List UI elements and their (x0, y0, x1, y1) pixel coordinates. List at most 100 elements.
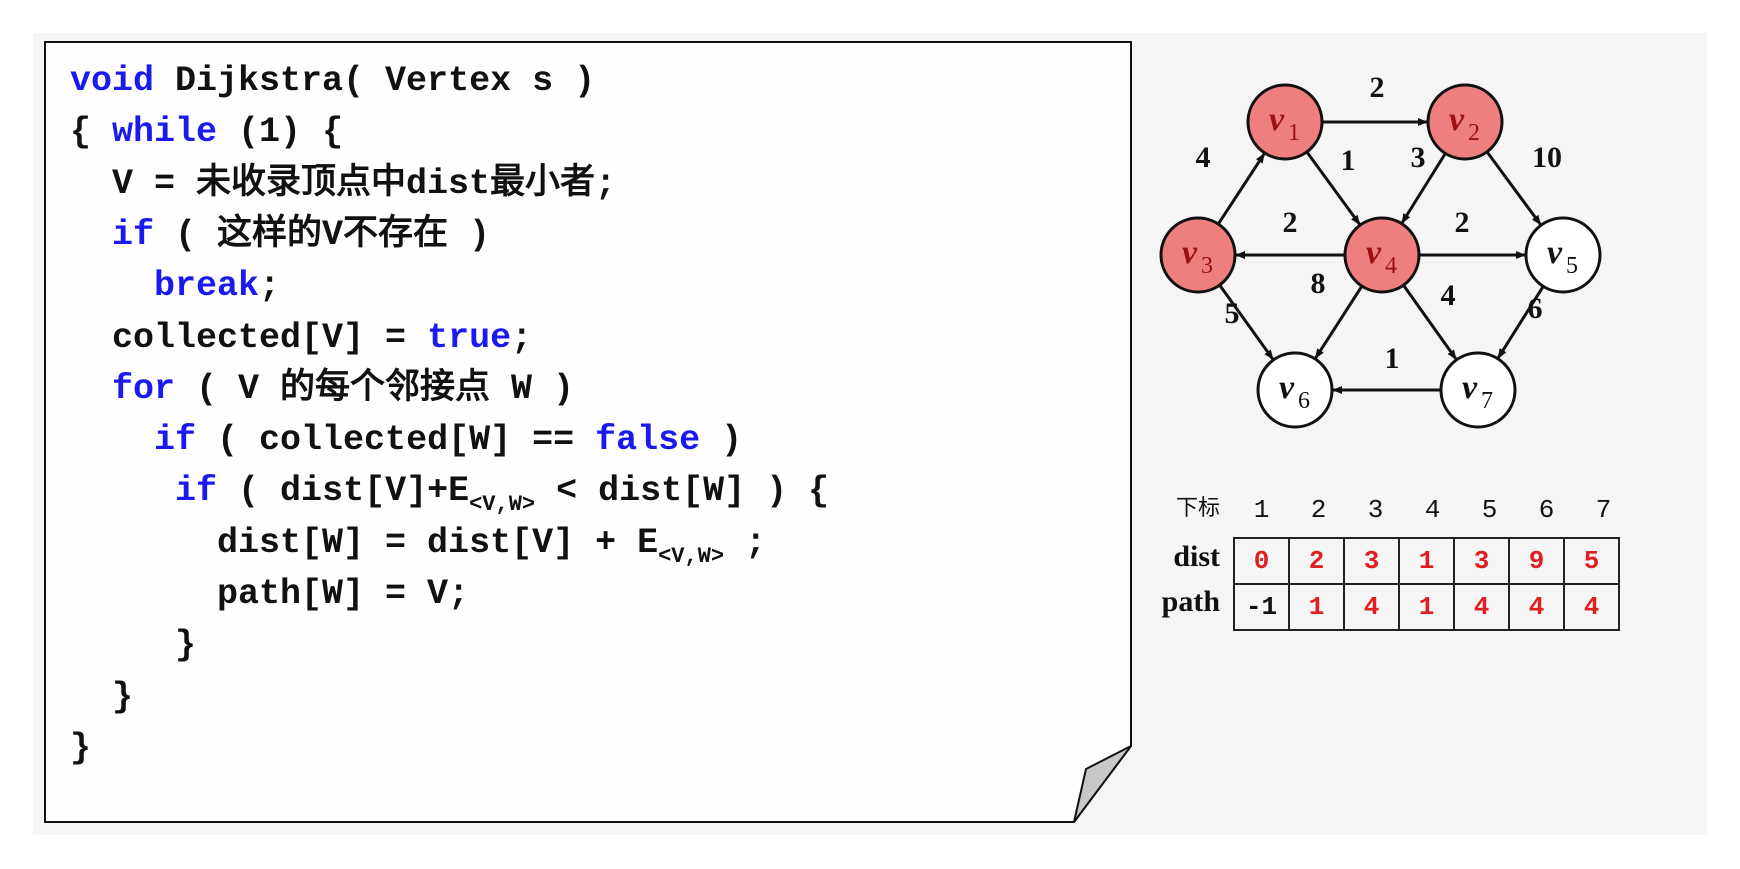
code-line: if ( collected[W] == false ) (70, 415, 742, 466)
code-keyword: if (175, 471, 218, 512)
edge-weight-label: 5 (1225, 297, 1240, 330)
dist-cell: 3 (1343, 537, 1400, 585)
code-keyword: while (112, 112, 218, 153)
node-subscript: 5 (1566, 253, 1578, 279)
dist-cell: 3 (1453, 537, 1510, 585)
index-header: 6 (1538, 495, 1555, 525)
index-header: 4 (1424, 495, 1441, 525)
code-text (70, 266, 154, 306)
code-keyword: break (154, 266, 260, 307)
node-subscript: 3 (1201, 253, 1213, 279)
edge-v5-v7 (1496, 285, 1545, 359)
dist-label: dist (1173, 540, 1220, 573)
code-text: ; (511, 317, 533, 358)
edge-weight-label: 10 (1532, 141, 1562, 174)
node-subscript: 1 (1288, 120, 1300, 146)
edge-v4-v7 (1402, 284, 1458, 360)
edge-weight-label: 6 (1528, 292, 1543, 325)
node-label: v (1366, 234, 1382, 271)
code-text: ( dist[V]+E (217, 471, 470, 512)
edge-weight-label: 2 (1455, 206, 1470, 239)
path-cell: 4 (1508, 583, 1565, 631)
code-line: { while (1) { (70, 107, 343, 158)
code-line: if ( dist[V]+E<V,W> < dist[W] ) { (70, 466, 829, 517)
index-header: 1 (1253, 495, 1270, 525)
code-line: if ( 这样的V不存在 ) (70, 210, 490, 261)
index-label: 下标 (1175, 496, 1220, 521)
edge-weight-label: 8 (1311, 267, 1326, 300)
edge-v1-v4 (1305, 151, 1361, 226)
node-label: v (1547, 234, 1563, 271)
code-text: < dist[W] ) { (535, 471, 830, 512)
node-label: v (1182, 234, 1198, 271)
node-subscript: 2 (1468, 120, 1480, 146)
code-line: V = 未收录顶点中dist最小者; (70, 159, 616, 210)
code-note-card (44, 41, 1132, 824)
code-text: (1) { (217, 112, 344, 153)
code-text: Dijkstra( Vertex s ) (154, 61, 596, 101)
path-label: path (1161, 585, 1220, 618)
code-text: dist[W] = dist[V] + E (70, 522, 659, 563)
edge-weight-label: 1 (1341, 144, 1356, 177)
code-line: } (70, 723, 91, 774)
folded-corner (1073, 745, 1132, 823)
code-line: path[W] = V; (70, 569, 469, 620)
code-line: for ( V 的每个邻接点 W ) (70, 364, 574, 415)
path-cell: 4 (1563, 583, 1620, 631)
dist-cell: 9 (1508, 537, 1565, 585)
edge-v2-v5 (1485, 150, 1542, 226)
code-text: ( V 的每个邻接点 W ) (175, 368, 575, 409)
index-header: 7 (1595, 495, 1612, 525)
node-subscript: 6 (1298, 388, 1310, 414)
dist-cell: 0 (1233, 537, 1290, 585)
code-text: } (70, 727, 92, 768)
edge-weight-label: 1 (1385, 342, 1400, 375)
code-line: dist[W] = dist[V] + E<V,W> ; (70, 518, 766, 569)
edge-v2-v4 (1400, 152, 1447, 224)
path-cell: 1 (1398, 583, 1455, 631)
code-keyword: true (427, 317, 512, 358)
code-line: collected[V] = true; (70, 313, 532, 364)
code-line: } (70, 672, 133, 723)
code-line: break; (70, 261, 280, 312)
code-text: } (70, 625, 197, 666)
path-cell: 4 (1453, 583, 1510, 631)
edge-v3-v6 (1218, 284, 1275, 361)
path-cell: 4 (1343, 583, 1400, 631)
index-header: 2 (1310, 495, 1327, 525)
code-keyword: if (112, 214, 155, 255)
edge-v4-v6 (1314, 285, 1364, 359)
dist-cell: 5 (1563, 537, 1620, 585)
node-subscript: 7 (1481, 388, 1493, 414)
edge-weight-label: 2 (1370, 71, 1385, 104)
code-text (70, 420, 154, 460)
code-text: ; (259, 266, 281, 307)
edge-weight-label: 3 (1411, 141, 1426, 174)
edge-weight-label: 4 (1441, 279, 1456, 312)
node-label: v (1279, 369, 1295, 406)
edge-v3-v1 (1216, 152, 1266, 225)
code-subscript: <V,W> (658, 543, 725, 569)
code-text (70, 471, 175, 511)
code-text: } (70, 676, 134, 717)
index-header: 5 (1481, 495, 1498, 525)
code-text (70, 215, 112, 255)
edge-weight-label: 2 (1283, 206, 1298, 239)
dist-cell: 2 (1288, 537, 1345, 585)
code-line: } (70, 620, 196, 671)
path-cell: -1 (1233, 583, 1290, 631)
code-keyword: void (70, 61, 155, 101)
code-subscript: <V,W> (469, 492, 536, 518)
code-text: ; (724, 522, 767, 563)
code-text: ( 这样的V不存在 ) (154, 214, 491, 255)
code-keyword: if (154, 420, 197, 461)
code-text: { (70, 112, 113, 153)
code-text (70, 369, 112, 409)
edge-weight-label: 4 (1196, 141, 1211, 174)
code-text: V = 未收录顶点中dist最小者; (70, 163, 617, 204)
